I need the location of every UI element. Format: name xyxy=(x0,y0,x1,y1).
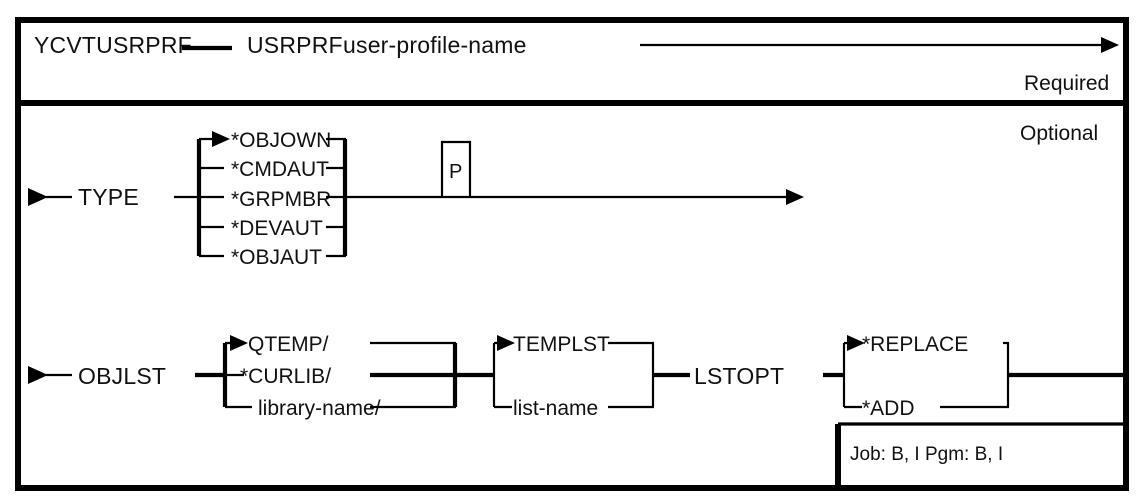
library-option-curlib: *CURLIB/ xyxy=(240,365,331,388)
command-name: YCVTUSRPRF xyxy=(34,32,192,58)
usrprf-value: user-profile-name xyxy=(343,32,527,58)
lstopt-option-replace: *REPLACE xyxy=(862,333,968,356)
list-default-arrow-icon xyxy=(497,335,515,351)
required-flow-arrowhead xyxy=(1101,37,1119,53)
diagram-outer-frame xyxy=(15,17,1129,491)
library-default-arrow-icon xyxy=(230,335,248,351)
list-option-templst: TEMPLST xyxy=(513,333,610,356)
repeat-indicator-box: P xyxy=(440,140,472,197)
usrprf-keyword: USRPRF xyxy=(247,32,343,58)
repeat-box-outline xyxy=(440,140,472,197)
type-parameter-row: TYPE *OBJOWN *CMDAUT *GRPMBR *DEVAUT * xyxy=(28,129,804,269)
objlst-entry-arrow-icon xyxy=(28,366,48,384)
repeat-box-label: P xyxy=(449,161,462,183)
type-option-cmdaut: *CMDAUT xyxy=(231,158,329,181)
type-option-devaut: *DEVAUT xyxy=(231,217,323,240)
type-option-objaut: *OBJAUT xyxy=(231,246,322,269)
optional-section-label: Optional xyxy=(1020,122,1098,145)
objlst-parameter-row: OBJLST QTEMP/ *CURLIB/ library-name/ xyxy=(28,333,1126,420)
job-pgm-note-box: Job: B, I Pgm: B, I xyxy=(835,422,1126,488)
lstopt-default-arrow-icon xyxy=(847,335,865,351)
optional-section: Optional TYPE xyxy=(28,122,1126,488)
required-section: YCVTUSRPRF USRPRF user-profile-name Requ… xyxy=(34,32,1119,95)
list-option-list-name: list-name xyxy=(513,397,598,420)
job-pgm-note-text: Job: B, I Pgm: B, I xyxy=(850,444,1003,465)
required-section-label: Required xyxy=(1024,72,1109,95)
type-keyword: TYPE xyxy=(78,184,139,210)
type-default-arrow-icon xyxy=(212,131,230,147)
type-option-objown: *OBJOWN xyxy=(231,129,331,152)
type-flow-arrowhead xyxy=(786,189,804,205)
library-option-qtemp: QTEMP/ xyxy=(248,333,329,356)
lstopt-keyword: LSTOPT xyxy=(694,363,784,389)
library-option-library-name: library-name/ xyxy=(258,397,381,420)
type-entry-arrow-icon xyxy=(28,188,48,206)
objlst-keyword: OBJLST xyxy=(78,363,166,389)
type-option-grpmbr: *GRPMBR xyxy=(231,188,331,211)
lstopt-option-add: *ADD xyxy=(862,397,915,420)
